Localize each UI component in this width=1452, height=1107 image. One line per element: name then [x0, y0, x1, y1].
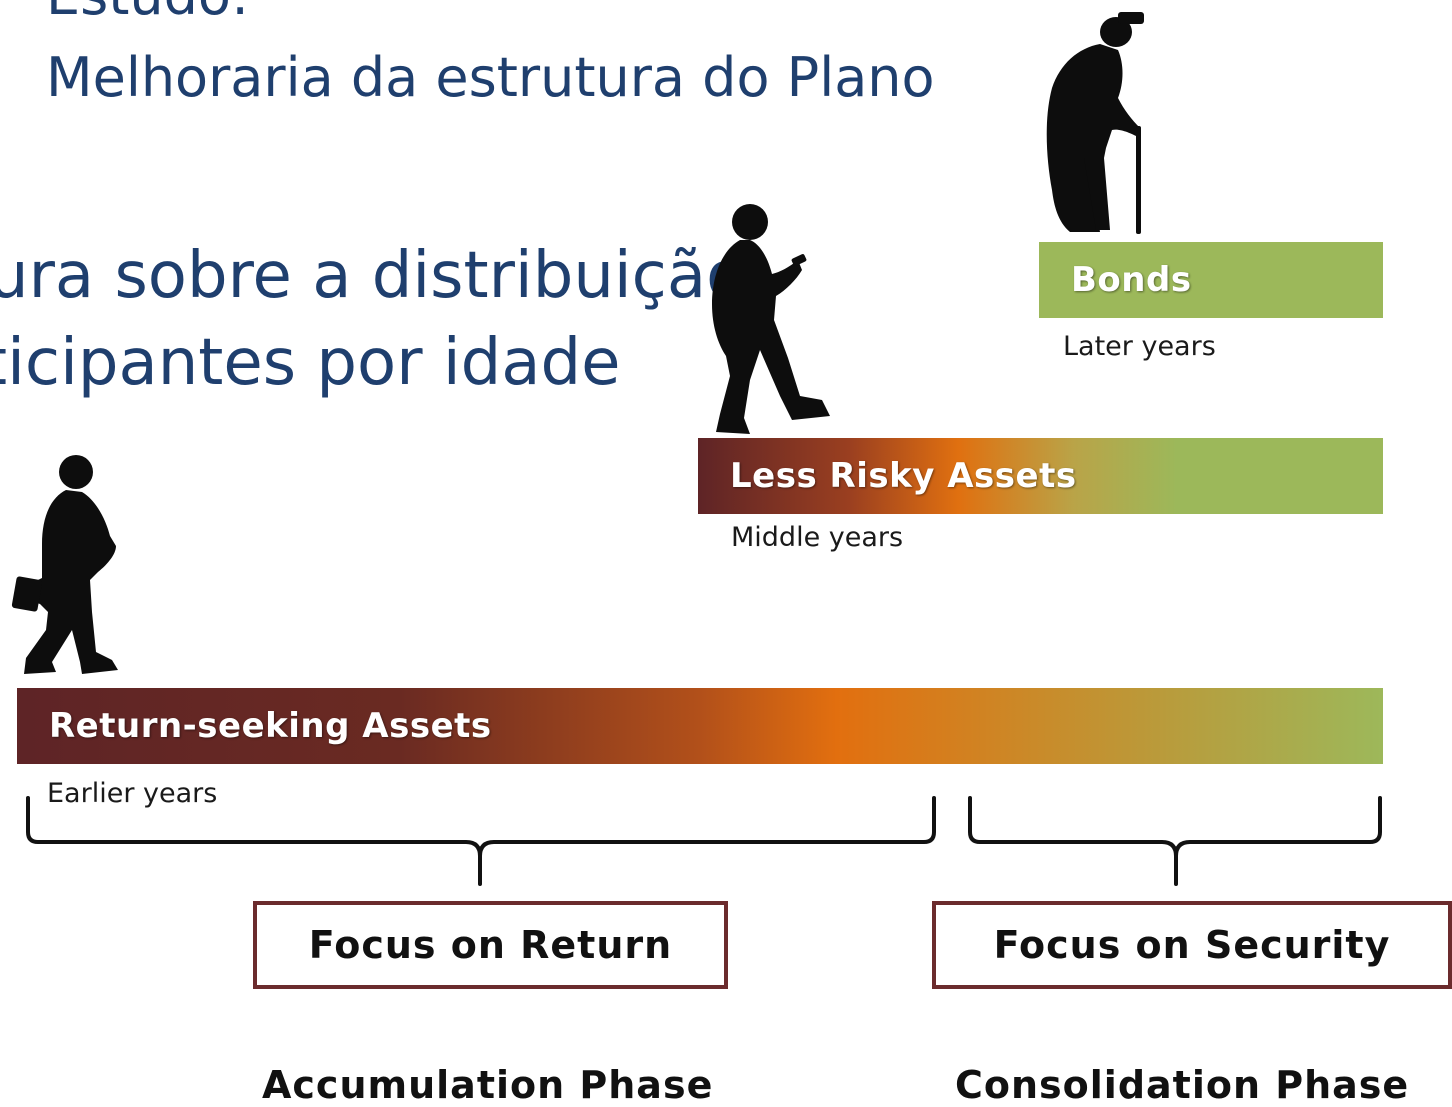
- subtitle-line-2: ticipantes por idade: [0, 326, 621, 400]
- middle-years-caption: Middle years: [731, 522, 904, 553]
- subtitle-line-1: ura sobre a distribuição: [0, 239, 746, 313]
- later-years-caption: Later years: [1063, 331, 1216, 362]
- title-line-2: Melhoraria da estrutura do Plano: [46, 46, 935, 109]
- focus-on-security-box: Focus on Security: [932, 901, 1452, 989]
- consolidation-brace-path: [968, 796, 1382, 886]
- title-line-1: Estudo:: [46, 0, 249, 26]
- middle-aged-walking-silhouette-icon: [712, 204, 830, 434]
- less-risky-assets-label: Less Risky Assets: [730, 456, 1077, 496]
- accumulation-brace-path: [26, 796, 936, 886]
- accumulation-phase-label: Accumulation Phase: [262, 1063, 714, 1107]
- less-risky-assets-bar: Less Risky Assets: [698, 438, 1383, 514]
- return-seeking-assets-label: Return-seeking Assets: [49, 706, 492, 746]
- consolidation-phase-label: Consolidation Phase: [955, 1063, 1410, 1107]
- young-businessman-silhouette-icon: [11, 455, 118, 674]
- focus-on-return-box: Focus on Return: [253, 901, 728, 989]
- return-seeking-assets-bar: Return-seeking Assets: [17, 688, 1383, 764]
- earlier-years-caption: Earlier years: [47, 778, 218, 809]
- bonds-bar-label: Bonds: [1071, 260, 1192, 300]
- elderly-with-cane-silhouette-icon: [1046, 12, 1144, 234]
- bonds-bar: Bonds: [1039, 242, 1383, 318]
